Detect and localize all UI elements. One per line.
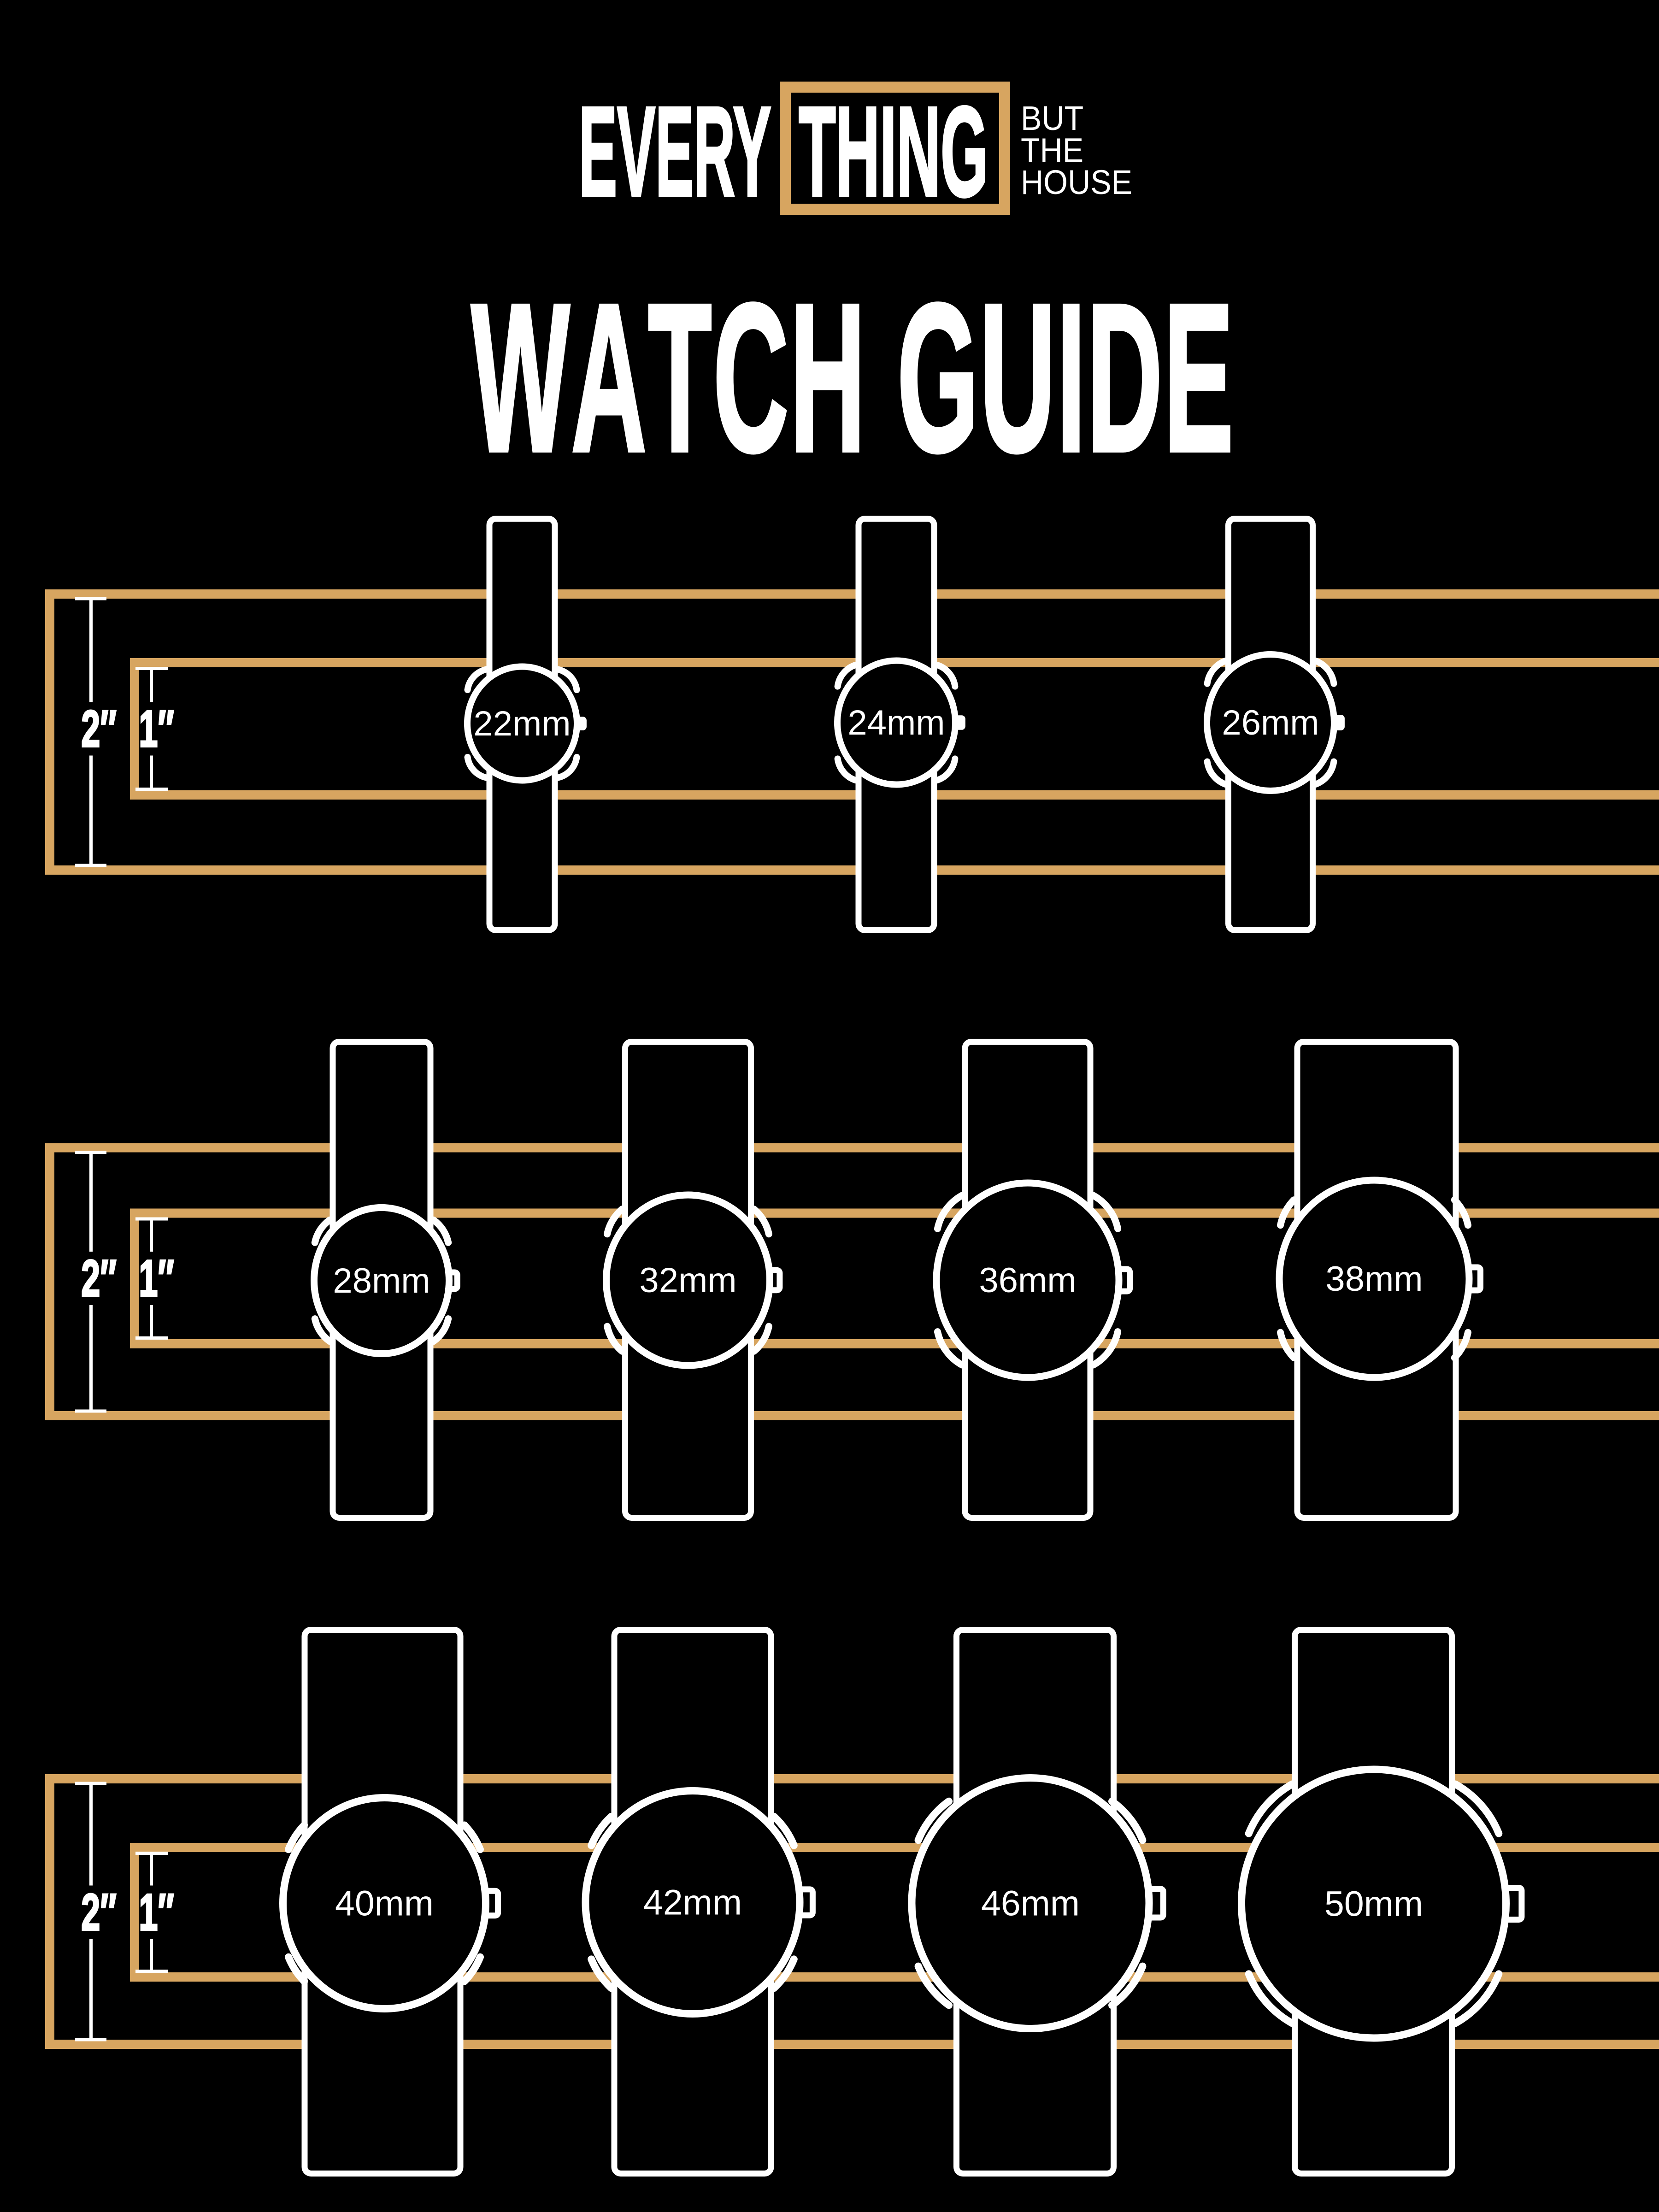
svg-text:38mm: 38mm (1325, 1259, 1423, 1299)
svg-text:42mm: 42mm (643, 1883, 742, 1923)
svg-text:28mm: 28mm (333, 1261, 430, 1300)
svg-text:32mm: 32mm (639, 1261, 736, 1300)
svg-text:THING: THING (799, 81, 988, 224)
svg-text:26mm: 26mm (1222, 703, 1319, 742)
svg-text:46mm: 46mm (981, 1884, 1080, 1924)
svg-text:HOUSE: HOUSE (1021, 164, 1132, 201)
svg-text:36mm: 36mm (979, 1261, 1076, 1300)
svg-text:1″: 1″ (139, 700, 174, 758)
svg-text:EVERY: EVERY (579, 80, 771, 223)
svg-text:2″: 2″ (81, 700, 117, 758)
svg-text:1″: 1″ (139, 1884, 174, 1941)
svg-text:50mm: 50mm (1324, 1884, 1423, 1924)
svg-text:BUT: BUT (1021, 100, 1083, 137)
svg-text:22mm: 22mm (473, 704, 571, 743)
svg-text:2″: 2″ (81, 1250, 117, 1307)
svg-text:2″: 2″ (81, 1884, 117, 1941)
svg-text:24mm: 24mm (847, 703, 945, 742)
svg-text:THE: THE (1021, 132, 1083, 170)
svg-text:WATCH GUIDE: WATCH GUIDE (471, 260, 1235, 496)
svg-text:1″: 1″ (139, 1250, 174, 1307)
svg-text:40mm: 40mm (335, 1884, 434, 1924)
